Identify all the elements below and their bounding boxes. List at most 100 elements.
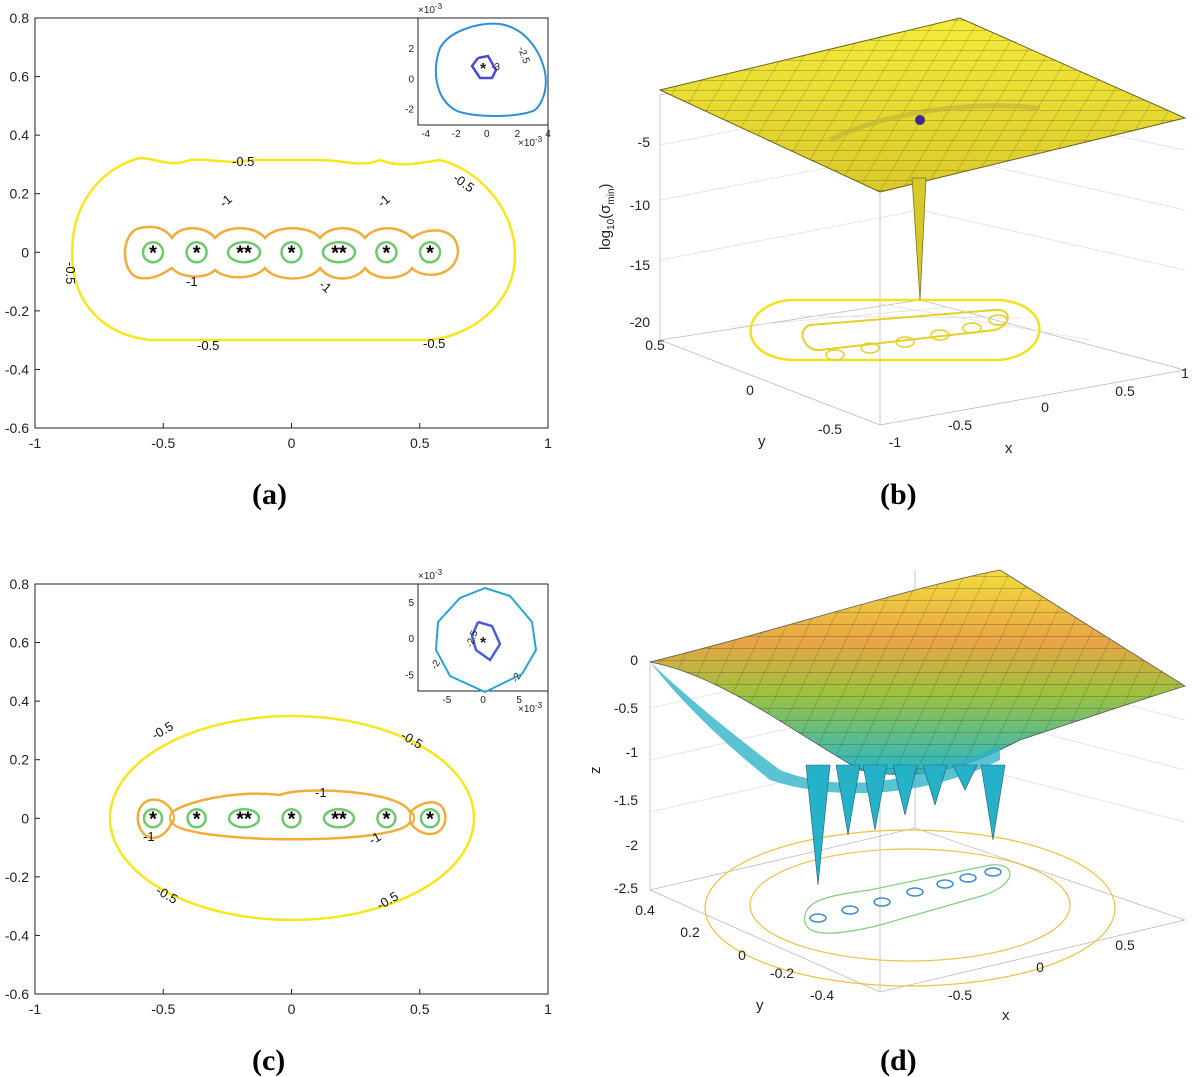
- inner-contour-ring: [280, 241, 303, 264]
- z-tick-label: -10: [630, 197, 650, 213]
- x-tick-label: -0.5: [948, 987, 972, 1003]
- floor-ring: [936, 879, 954, 889]
- surface-spike: [922, 764, 948, 807]
- inner-contour-ring: [141, 241, 165, 264]
- y-tick-label: 0: [746, 382, 754, 398]
- panel-d-surface-plot: 0-0.5-1-1.5-2-2.5-0.500.50.40.20-0.2-0.4…: [587, 569, 1186, 1077]
- inner-contour-ring: [281, 808, 302, 829]
- panel-d-ylabel: y: [756, 997, 764, 1014]
- y-tick-label: -0.4: [5, 361, 29, 377]
- panel-a-inset-box: [417, 17, 549, 126]
- inner-contour-ring: [376, 808, 397, 829]
- eigenvalue-marker: *: [288, 242, 296, 264]
- y-tick-label: 0.5: [645, 337, 665, 353]
- inset-y-tick-label: 0: [408, 74, 414, 85]
- z-tick-label: -2: [626, 837, 639, 853]
- panel-d-floor-contour: [804, 864, 1011, 934]
- panel-a-contour-label: -0.5: [197, 338, 219, 353]
- eigenvalue-marker: *: [339, 808, 347, 830]
- x-tick-label: 0.5: [410, 1001, 430, 1017]
- panel-label-a: (a): [252, 478, 287, 511]
- panel-a-inset-xscale: ×10-3: [518, 135, 543, 149]
- x-tick-label: -1: [889, 434, 902, 450]
- x-tick-label: 1: [544, 435, 552, 451]
- surface-spike: [862, 764, 888, 831]
- z-tick-label: -0.5: [614, 700, 638, 716]
- panel-c-inset-xscale: ×10-3: [518, 701, 543, 715]
- panel-b-surface-plot: log10(σmin) -5-10-15-20-1-0.500.510.50-0…: [597, 17, 1189, 511]
- panel-a-contour-label: -0.5: [232, 154, 254, 169]
- panel-a-inner-contours: [141, 241, 442, 264]
- panel-c-inner-contours: [142, 808, 441, 829]
- inner-contour-ring: [226, 241, 262, 264]
- panel-b-floor-contour-outer: [749, 298, 1041, 362]
- panel-b-surface-dips: [828, 103, 1041, 143]
- y-tick-label: -0.2: [5, 303, 29, 319]
- eigenvalue-marker: *: [149, 808, 157, 830]
- eigenvalue-marker: *: [288, 808, 296, 830]
- floor-ring: [860, 342, 880, 354]
- panel-label-b: (b): [880, 478, 917, 511]
- panel-d-floor-contour: [704, 829, 1116, 987]
- x-tick-label: 0: [288, 435, 296, 451]
- y-tick-label: -0.4: [810, 987, 834, 1003]
- eigenvalue-marker: *: [383, 242, 391, 264]
- panel-b-spike-top: [915, 115, 925, 125]
- panel-a-inset-marker: *: [480, 61, 487, 78]
- inset-x-tick-label: -4: [421, 129, 430, 140]
- x-tick-label: -0.5: [151, 435, 175, 451]
- y-tick-label: 0: [21, 244, 29, 260]
- panel-b-floor-rings: [825, 314, 1008, 361]
- y-tick-label: 0.6: [10, 635, 30, 651]
- eigenvalue-marker: *: [149, 242, 157, 264]
- surface-spike: [805, 764, 831, 886]
- panel-c-inset-contour-2.5: [470, 620, 502, 662]
- x-tick-label: -0.5: [151, 1001, 175, 1017]
- eigenvalue-marker: *: [426, 808, 434, 830]
- x-tick-label: 0: [1036, 959, 1044, 975]
- floor-ring: [930, 329, 950, 341]
- z-tick-label: 0: [630, 652, 638, 668]
- y-tick-label: -0.4: [5, 927, 29, 943]
- panel-b-spike: [911, 177, 927, 301]
- inner-contour-ring: [419, 808, 441, 829]
- floor-ring: [873, 897, 891, 907]
- inner-contour-ring: [227, 808, 261, 829]
- inset-x-tick-label: -5: [442, 695, 451, 706]
- inner-contour-ring: [186, 808, 207, 829]
- panel-c-contour-level-0.5: [108, 714, 476, 922]
- panel-d-box-frame: [649, 570, 1186, 993]
- inset-x-tick-label: 4: [545, 129, 551, 140]
- panel-a-inset-contour-label: -3: [491, 62, 500, 73]
- panel-c-contour-saddle: [409, 812, 415, 824]
- panel-a-inset-contour-3: [470, 54, 498, 80]
- eigenvalue-marker: *: [244, 808, 252, 830]
- surface-spike: [892, 764, 918, 816]
- y-tick-label: -0.6: [5, 420, 29, 436]
- panel-c-eigenvalue-markers: *********: [149, 808, 434, 830]
- y-tick-label: -0.2: [5, 869, 29, 885]
- panel-b-ylabel: y: [758, 433, 766, 450]
- x-tick-label: 1: [544, 1001, 552, 1017]
- panel-b-zlabel: log10(σmin): [597, 183, 617, 250]
- y-tick-label: 0.8: [10, 10, 30, 26]
- floor-ring: [895, 336, 915, 348]
- panel-c-contour-saddle: [169, 812, 175, 824]
- x-tick-label: 1: [1181, 365, 1189, 381]
- z-tick-label: -5: [638, 134, 651, 150]
- y-tick-label: 0.2: [680, 924, 700, 940]
- panel-a-contour-level-0.5: [70, 156, 517, 342]
- floor-ring: [825, 349, 845, 361]
- eigenvalue-marker: *: [331, 808, 339, 830]
- floor-ring: [906, 887, 924, 897]
- eigenvalue-marker: *: [331, 242, 339, 264]
- panel-c-inset-box: [417, 583, 549, 692]
- inset-y-tick-label: -2: [405, 104, 414, 115]
- panel-b-ticks: -5-10-15-20-1-0.500.510.50-0.5: [630, 134, 1189, 450]
